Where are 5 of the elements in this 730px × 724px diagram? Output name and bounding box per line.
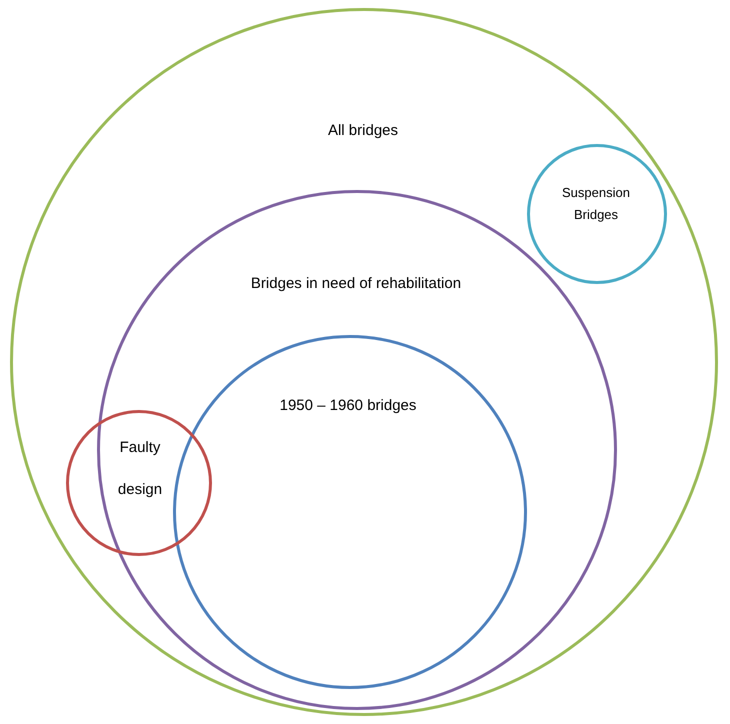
set-label: Bridges in need of rehabilitation bbox=[250, 275, 462, 293]
set-label: Suspension Bridges bbox=[561, 184, 631, 224]
set-label: All bridges bbox=[326, 122, 400, 140]
set-label: Faulty design bbox=[116, 438, 164, 500]
set-label: 1950 – 1960 bridges bbox=[278, 397, 418, 415]
